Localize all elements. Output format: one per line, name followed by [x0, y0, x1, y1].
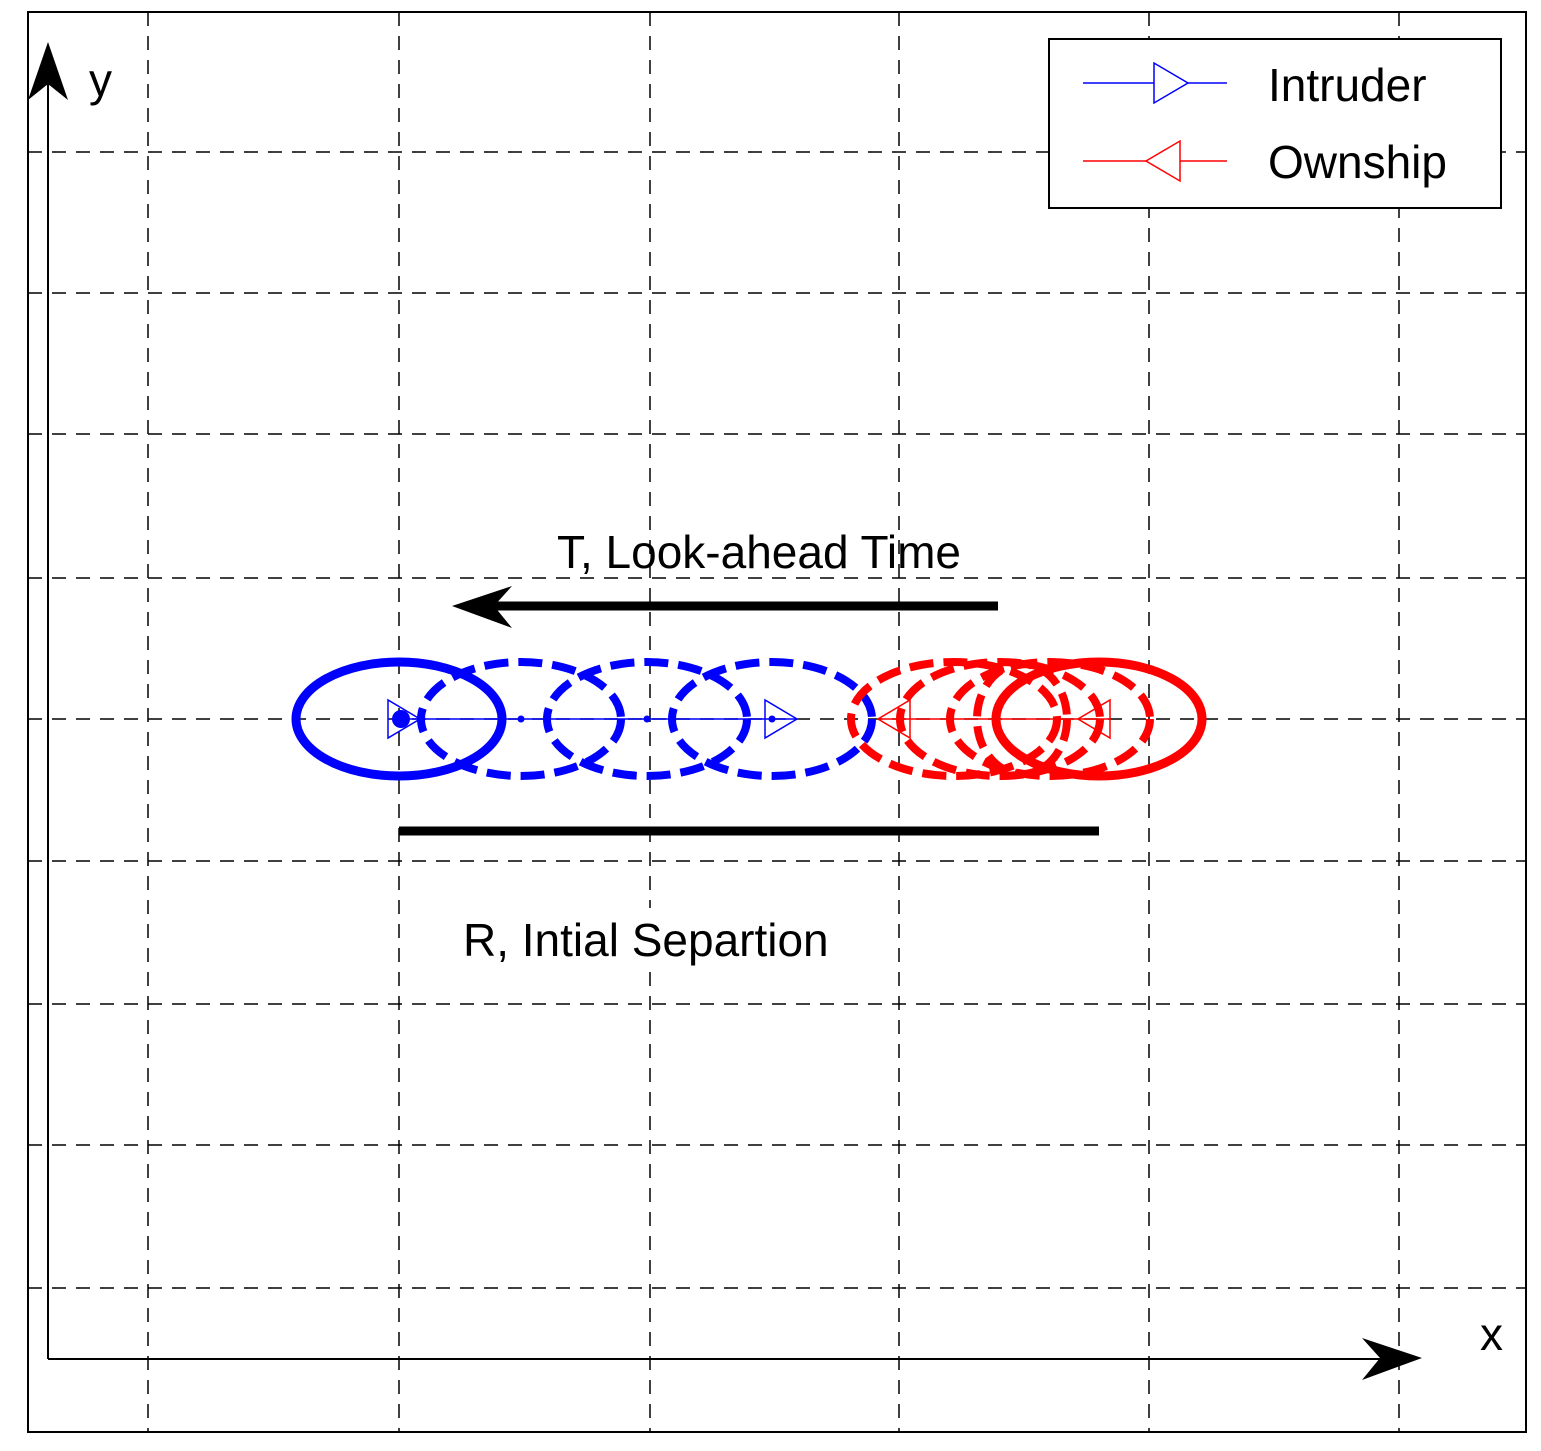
legend-item-ownship: Ownship [1083, 136, 1447, 188]
coordinate-axes: y x [28, 42, 1503, 1380]
separation-label: R, Intial Separtion [463, 914, 829, 966]
legend-intruder-label: Intruder [1268, 59, 1427, 111]
y-axis-arrowhead-icon [28, 42, 68, 100]
intruder-end-triangle-icon [764, 698, 799, 740]
lookahead-annotation: T, Look-ahead Time [452, 526, 998, 628]
separation-label-background [458, 908, 896, 970]
separation-annotation: R, Intial Separtion [399, 826, 1099, 970]
ownship-start-triangle-icon [1076, 698, 1111, 740]
y-axis-label: y [89, 54, 112, 106]
lookahead-label: T, Look-ahead Time [557, 526, 961, 578]
intruder-trajectory [291, 657, 876, 781]
legend-ownship-label: Ownship [1268, 136, 1447, 188]
ownship-trajectory [847, 657, 1207, 781]
intruder-center-dot [643, 715, 651, 723]
legend-box [1048, 38, 1502, 209]
x-axis-arrowhead-icon [1362, 1338, 1422, 1380]
intruder-start-dot [392, 710, 410, 728]
grid [28, 12, 1526, 1432]
legend: Intruder Ownship [1048, 38, 1502, 209]
legend-intruder-triangle-icon [1153, 61, 1190, 105]
plot-frame [27, 11, 1527, 1433]
intruder-center-dot [517, 715, 525, 723]
ownship-end-triangle-icon [876, 698, 911, 740]
legend-item-intruder: Intruder [1083, 59, 1427, 111]
x-axis-label: x [1480, 1308, 1503, 1360]
legend-ownship-triangle-icon [1144, 139, 1181, 183]
lookahead-arrowhead-icon [452, 586, 512, 628]
intruder-start-triangle-icon [387, 698, 422, 740]
intruder-center-dot [768, 715, 776, 723]
